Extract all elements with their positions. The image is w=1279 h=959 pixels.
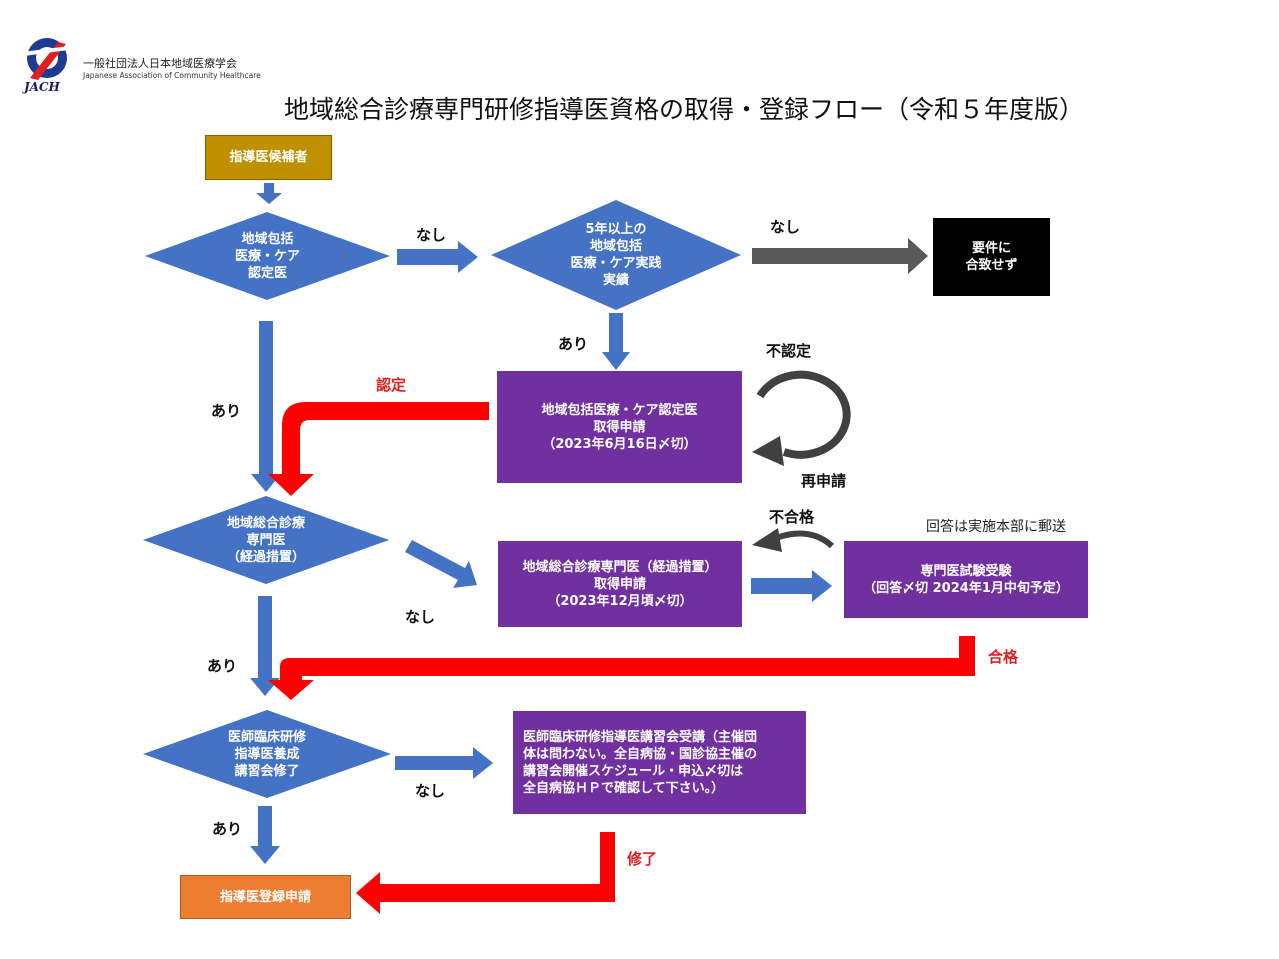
register-box: 指導医登録申請	[180, 875, 351, 919]
label-fail: 不合格	[769, 508, 815, 526]
diamond-community-care	[145, 212, 390, 300]
label-completed: 修了	[627, 850, 658, 868]
jach-logo-icon	[22, 38, 70, 80]
arrow-right-exam	[751, 570, 832, 602]
apply-community-care-box: 地域包括医療・ケア認定医 取得申請 （2023年6月16日〆切）	[497, 371, 742, 483]
arrow-down-candidate	[256, 183, 282, 204]
answer-note: 回答は実施本部に郵送	[926, 519, 1066, 535]
community-care-question: 地域包括 医療・ケア 認定医	[234, 231, 300, 281]
label-yes-1: あり	[558, 335, 589, 353]
label-certified: 認定	[376, 376, 407, 394]
loop-reapply-icon	[752, 370, 851, 466]
arrow-down-practice	[602, 313, 630, 370]
label-none-2: なし	[770, 218, 801, 236]
arrow-right-none-4	[395, 747, 493, 779]
arrow-down-yes-3	[250, 596, 280, 696]
practice-5yr-question: 5年以上の 地域包括 医療・ケア実践 実績	[570, 222, 662, 288]
not-eligible-box: 要件に 合致せず	[933, 218, 1050, 296]
red-arrows	[268, 402, 975, 914]
take-course-box: 医師臨床研修指導医講習会受講（主催団 体は問わない。全自病協・国診協主催の 講習…	[513, 711, 806, 814]
exam-box: 専門医試験受験 （回答〆切 2024年1月中旬予定）	[844, 541, 1088, 618]
arrow-right-none-2	[752, 238, 928, 274]
label-not-certified: 不認定	[766, 342, 812, 360]
arrow-right-none-1	[397, 241, 478, 273]
label-reapply: 再申請	[801, 472, 847, 490]
specialist-question: 地域総合診療 専門医 （経過措置）	[226, 515, 305, 565]
diamond-clinical-training	[143, 710, 391, 798]
arrow-fail-icon	[752, 528, 835, 552]
label-yes-2: あり	[211, 402, 242, 420]
org-name-en: Japanese Association of Community Health…	[83, 71, 261, 80]
apply-specialist-box: 地域総合診療専門医（経過措置） 取得申請 （2023年12月頃〆切）	[498, 541, 742, 627]
label-yes-4: あり	[212, 820, 243, 838]
label-pass: 合格	[988, 648, 1019, 666]
diamond-specialist	[143, 496, 389, 584]
arrow-down-yes-1	[251, 321, 281, 492]
arrow-down-yes-4	[250, 806, 280, 864]
candidate-box: 指導医候補者	[205, 135, 332, 180]
org-name-ja: 一般社団法人日本地域医療学会	[83, 57, 237, 70]
arrow-certified	[268, 402, 489, 496]
logo-abbreviation: JACH	[24, 80, 60, 94]
clinical-training-question: 医師臨床研修 指導医養成 講習会修了	[227, 729, 306, 779]
page-title: 地域総合診療専門研修指導医資格の取得・登録フロー（令和５年度版）	[284, 95, 1085, 124]
label-none-3: なし	[405, 608, 436, 626]
label-none-4: なし	[415, 782, 446, 800]
label-none-1: なし	[416, 226, 447, 244]
diamond-practice-5yr	[491, 200, 741, 310]
arrow-diagonal-none-3	[405, 540, 477, 588]
arrow-completed	[356, 832, 615, 914]
arrow-pass	[268, 636, 975, 700]
label-yes-3: あり	[207, 657, 238, 675]
blue-arrows	[250, 183, 832, 864]
